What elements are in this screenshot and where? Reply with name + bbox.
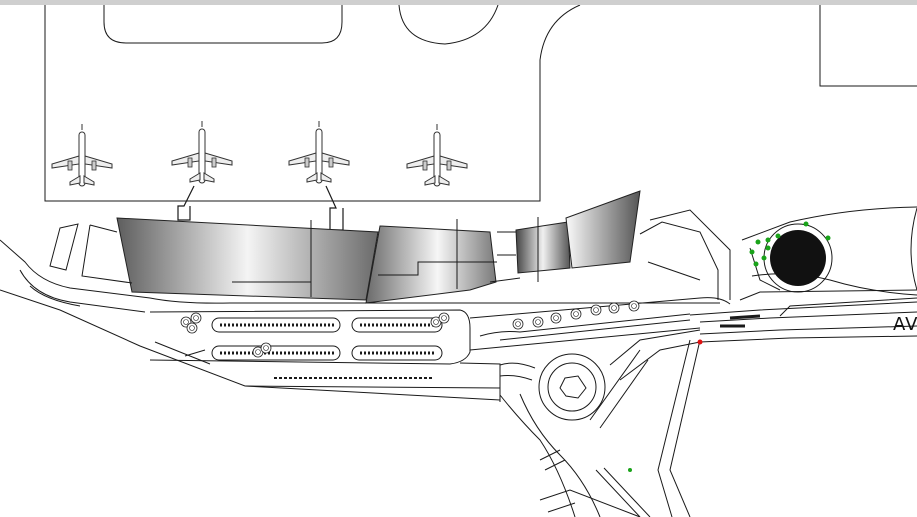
airport-site-plan bbox=[0, 5, 917, 517]
roundabout bbox=[499, 329, 701, 517]
aircraft-4 bbox=[406, 123, 468, 187]
avenue-label: AV bbox=[893, 314, 917, 335]
aircraft-1 bbox=[51, 123, 113, 187]
aircraft-2 bbox=[171, 120, 233, 184]
apron-outline bbox=[44, 5, 917, 202]
landside-roads bbox=[0, 209, 731, 402]
parking-rows bbox=[211, 317, 443, 379]
jet-bridges bbox=[177, 185, 344, 231]
main-avenue bbox=[689, 289, 917, 343]
window-top-strip bbox=[0, 0, 917, 5]
control-tower bbox=[741, 206, 917, 296]
aircraft-3 bbox=[288, 120, 350, 184]
marker-dot bbox=[697, 339, 703, 345]
planting-dots bbox=[628, 221, 831, 472]
terminal-building bbox=[49, 190, 641, 304]
